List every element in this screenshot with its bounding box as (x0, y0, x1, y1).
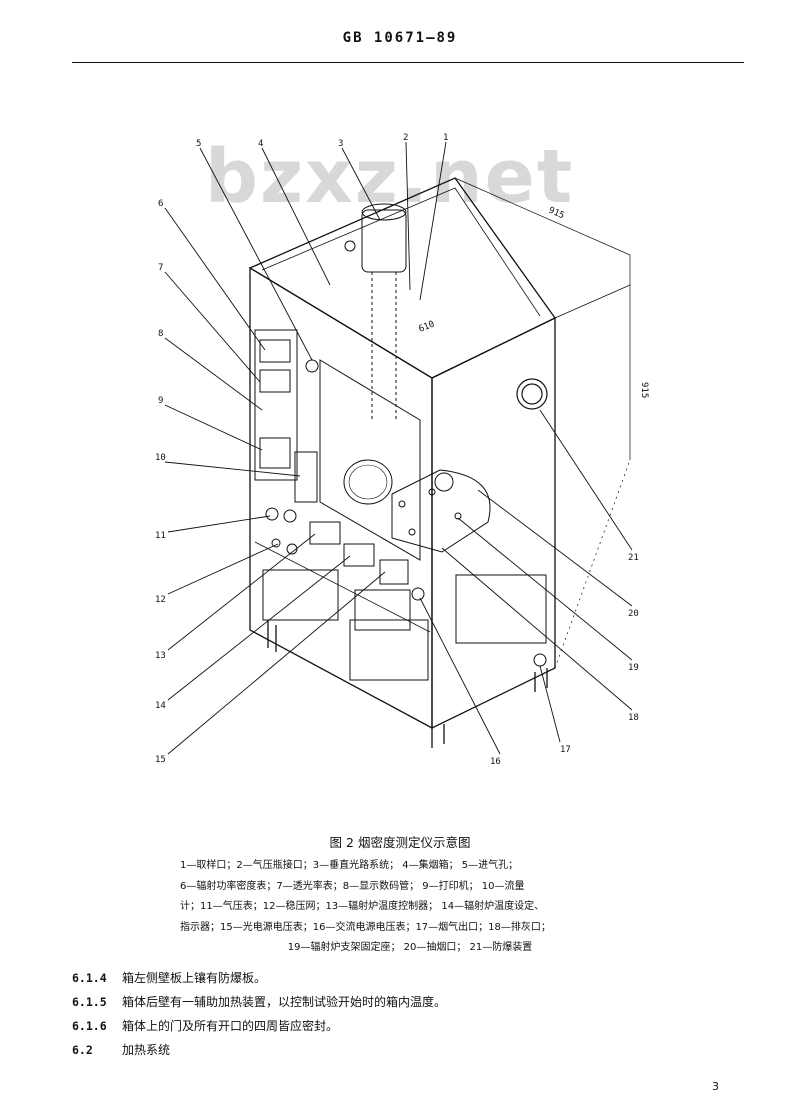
clause-item: 6.1.6 箱体上的门及所有开口的四周皆应密封。 (72, 1014, 752, 1038)
control-units (262, 507, 547, 681)
callout-6: 6 (158, 199, 163, 209)
callout-20: 20 (628, 609, 639, 619)
dimension-lines (454, 177, 631, 669)
clause-item: 6.1.4 箱左侧壁板上镶有防爆板。 (72, 966, 752, 990)
callout-18: 18 (628, 713, 639, 723)
furnace-bracket (391, 469, 491, 553)
callout-11: 11 (155, 531, 166, 541)
legend-line: 6—辐射功率密度表；7—透光率表；8—显示数码管； 9—打印机； 10—流量 (180, 880, 525, 892)
explosion-proof-port (516, 378, 548, 410)
clause-item: 6.2 加热系统 (72, 1038, 752, 1062)
clause-number: 6.1.5 (72, 995, 107, 1009)
callout-leaders (164, 141, 633, 755)
figure-legend: 1—取样口；2—气压瓶接口；3—垂直光路系统； 4—集烟箱； 5—进气孔； 6—… (180, 856, 640, 959)
optical-chimney (344, 203, 407, 420)
callout-15: 15 (155, 755, 166, 765)
clause-list: 6.1.4 箱左侧壁板上镶有防爆板。 6.1.5 箱体后壁有一辅助加热装置，以控… (72, 966, 752, 1062)
dimension-height-label: 915 (639, 382, 649, 398)
section-heading: 加热系统 (122, 1043, 171, 1057)
callout-numbers: 1 2 3 4 5 6 7 8 9 10 11 12 13 14 15 16 1… (155, 133, 639, 767)
cabinet-outline (248, 177, 556, 748)
figure-caption: 图 2 烟密度测定仪示意图 (329, 835, 471, 850)
callout-1: 1 (443, 133, 448, 143)
callout-19: 19 (628, 663, 639, 673)
callout-3: 3 (338, 139, 343, 149)
standard-code-header: GB 10671—89 (342, 30, 458, 46)
callout-9: 9 (158, 396, 163, 406)
clause-text: 箱体后壁有一辅助加热装置，以控制试验开始时的箱内温度。 (122, 995, 447, 1009)
legend-line: 指示器；15—光电源电压表；16—交流电源电压表；17—烟气出口；18—排灰口； (180, 921, 551, 933)
clause-text: 箱左侧壁板上镶有防爆板。 (122, 971, 267, 985)
legend-line: 19—辐射炉支架固定座； 20—抽烟口； 21—防爆装置 (287, 942, 533, 953)
header-rule (72, 62, 744, 63)
meter-panel (254, 329, 319, 503)
clause-number: 6.1.6 (72, 1019, 107, 1033)
legend-line: 计；11—气压表；12—稳压网；13—辐射炉温度控制器； 14—辐射炉温度设定、 (180, 901, 545, 912)
clause-number: 6.1.4 (72, 971, 107, 985)
clause-text: 箱体上的门及所有开口的四周皆应密封。 (122, 1019, 339, 1033)
page-number: 3 (712, 1080, 719, 1093)
dimension-width-label: 610 (417, 319, 436, 334)
callout-17: 17 (560, 745, 571, 755)
callout-8: 8 (158, 329, 163, 339)
callout-5: 5 (196, 139, 201, 149)
callout-13: 13 (155, 651, 166, 661)
callout-7: 7 (158, 263, 163, 273)
watermark-text: bzxz.net (205, 134, 574, 220)
legend-line: 1—取样口；2—气压瓶接口；3—垂直光路系统； 4—集烟箱； 5—进气孔； (180, 860, 519, 871)
callout-10: 10 (155, 453, 166, 463)
callout-12: 12 (155, 595, 166, 605)
apparatus-drawing: bzxz.net (155, 133, 649, 767)
callout-2: 2 (403, 133, 408, 143)
callout-4: 4 (258, 139, 263, 149)
callout-16: 16 (490, 757, 501, 767)
front-door (319, 359, 421, 561)
callout-21: 21 (628, 553, 639, 563)
callout-14: 14 (155, 701, 166, 711)
flue-outlet (533, 653, 547, 667)
figure-smoke-density-apparatus: bzxz.net (0, 120, 800, 820)
clause-item: 6.1.5 箱体后壁有一辅助加热装置，以控制试验开始时的箱内温度。 (72, 990, 752, 1014)
clause-number: 6.2 (72, 1043, 93, 1057)
